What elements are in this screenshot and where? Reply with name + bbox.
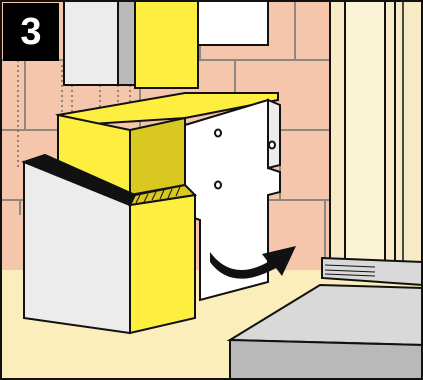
head-insulation-side <box>130 118 185 195</box>
step-number-badge: 3 <box>3 3 59 61</box>
upper-gypsum-board <box>198 0 268 45</box>
door-glass-edge <box>395 0 423 262</box>
door-frame-inner <box>345 0 385 262</box>
lower-insulation <box>130 195 195 333</box>
door-step-front <box>230 340 423 380</box>
upper-insulation <box>135 0 198 88</box>
gypsum-board-edge <box>268 100 280 168</box>
upper-cladding-side <box>118 0 135 85</box>
